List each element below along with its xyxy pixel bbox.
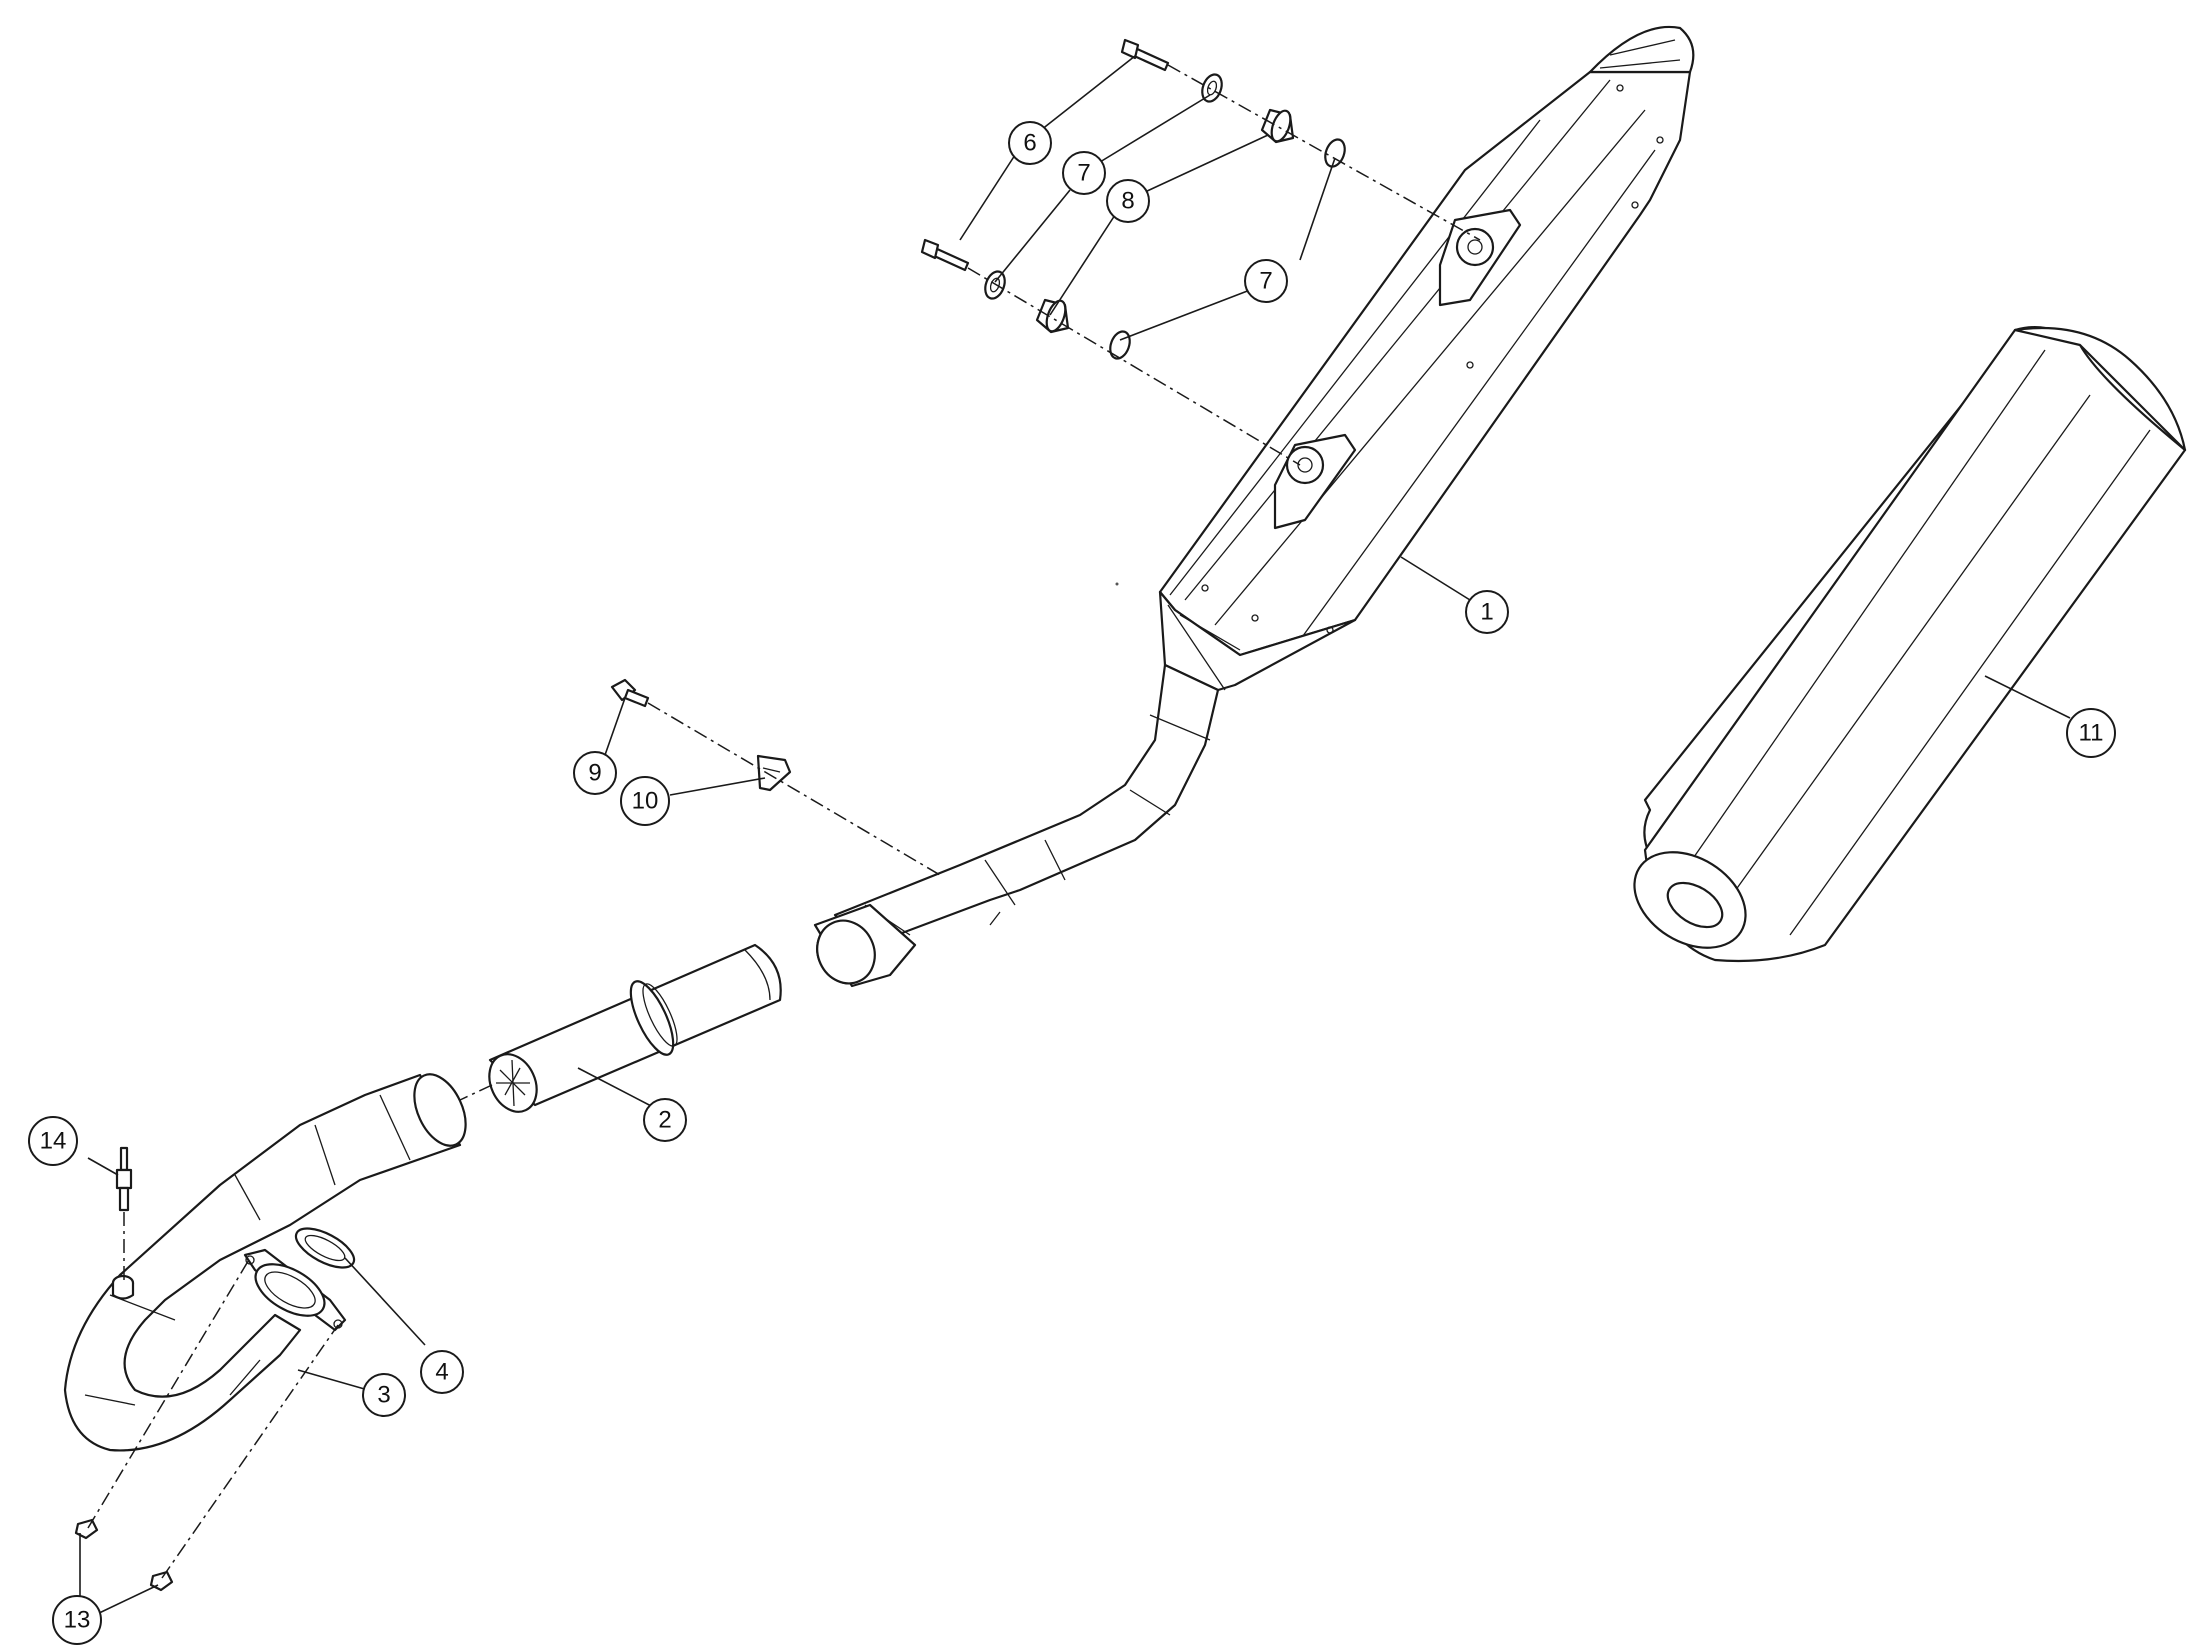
callout-14: 14 [28,1116,78,1166]
silencer-part [813,25,1695,988]
callout-6: 6 [1008,121,1052,165]
flange-nuts-part [74,1518,174,1592]
gasket-part [294,1227,356,1269]
callout-1: 1 [1465,590,1509,634]
svg-text:2: 2 [658,1107,671,1134]
svg-text:14: 14 [40,1128,67,1155]
leader-lines [79,55,2071,1616]
callout-4: 4 [420,1350,464,1394]
mid-pipe-part [488,943,782,1113]
clamp-clip-part [756,754,792,792]
heat-sleeve-part [1633,326,2187,963]
svg-text:6: 6 [1023,130,1036,157]
assembly-lines [87,64,1481,1579]
callout-11: 11 [2066,708,2116,758]
svg-text:7: 7 [1259,268,1272,295]
callout-2: 2 [643,1098,687,1142]
svg-text:3: 3 [377,1382,390,1409]
callout-7-top: 7 [1062,151,1106,195]
svg-text:4: 4 [435,1359,448,1386]
stray-dot [1115,582,1119,586]
svg-text:13: 13 [64,1607,91,1634]
callout-7-lower: 7 [1244,259,1288,303]
callout-13: 13 [52,1595,102,1645]
svg-text:1: 1 [1480,599,1493,626]
header-pipe-part [63,1073,467,1452]
svg-text:7: 7 [1077,160,1090,187]
svg-text:11: 11 [2079,720,2104,747]
oxygen-sensor-part [115,1146,133,1212]
callout-10: 10 [620,776,670,826]
callout-9: 9 [573,751,617,795]
mounting-hardware [920,38,1346,360]
svg-text:9: 9 [588,760,601,787]
svg-text:10: 10 [632,788,659,815]
callout-8: 8 [1106,179,1150,223]
callout-3: 3 [362,1373,406,1417]
svg-text:8: 8 [1121,188,1134,215]
clamp-bolt-part [610,678,650,708]
